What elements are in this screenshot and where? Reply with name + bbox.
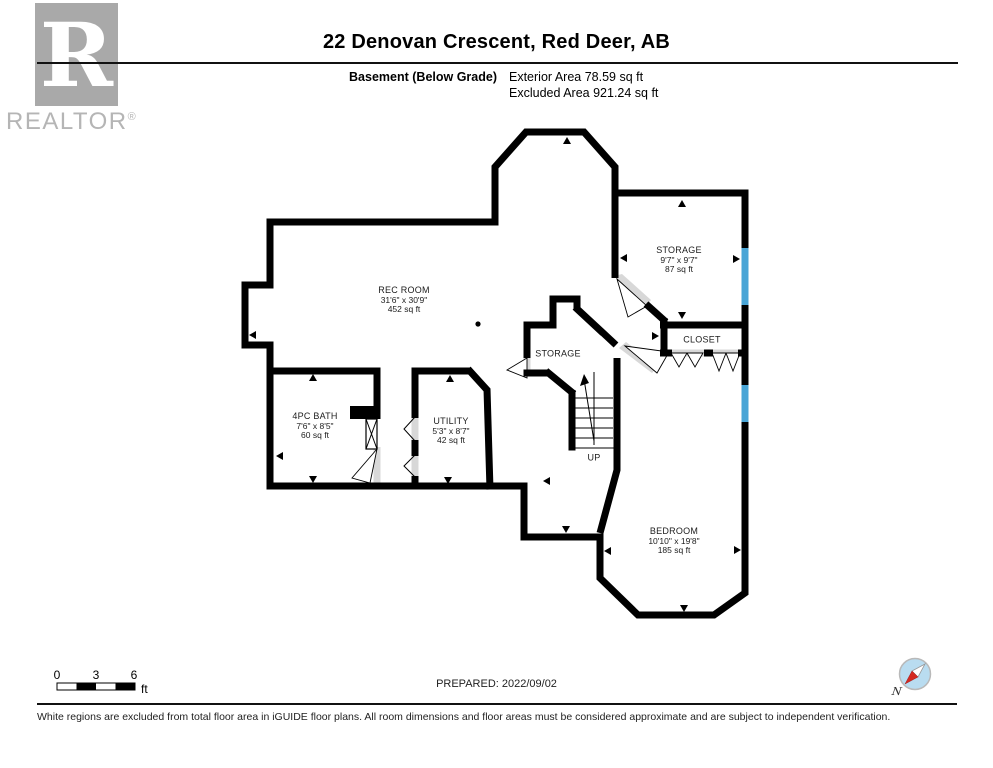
room-area: 60 sq ft [301, 429, 329, 440]
room-area: 42 sq ft [437, 434, 465, 445]
room-label-bedroom: BEDROOM 10'10" x 19'8" 185 sq ft [648, 525, 700, 556]
room-label-closet: CLOSET [683, 335, 721, 345]
camera-dot [475, 321, 481, 327]
realtor-logo-letter: R [39, 2, 114, 107]
bath-wall-jog [350, 406, 381, 419]
header-divider [37, 62, 958, 64]
page-title: 22 Denovan Crescent, Red Deer, AB [322, 31, 671, 53]
room-name: UTILITY [433, 415, 469, 426]
room-label-utility: UTILITY 5'3" x 8'7" 42 sq ft [432, 415, 470, 446]
room-dims: 5'3" x 8'7" [432, 425, 470, 436]
scale-unit: ft [141, 682, 148, 696]
footer-divider [37, 703, 957, 705]
wall-arrows [249, 137, 741, 612]
exterior-area-text: Exterior Area 78.59 sq ft [509, 70, 644, 84]
realtor-wordmark: REALTOR® [6, 108, 137, 136]
room-label-storage: STORAGE 9'7" x 9'7" 87 sq ft [656, 244, 702, 275]
room-name: CLOSET [683, 334, 721, 345]
room-name: 4PC BATH [292, 410, 338, 421]
room-name: STORAGE [535, 348, 581, 359]
up-text: UP [587, 452, 601, 463]
room-dims: 7'6" x 8'5" [296, 420, 334, 431]
scale-tick-0: 0 [53, 668, 61, 682]
room-name: REC ROOM [378, 284, 430, 295]
excluded-area-text: Excluded Area 921.24 sq ft [509, 86, 659, 100]
linen-shaft [365, 418, 378, 450]
room-label-storage-small: STORAGE [535, 349, 581, 359]
registered-symbol: ® [127, 111, 138, 123]
room-name: STORAGE [656, 244, 702, 255]
room-dims: 31'6" x 30'9" [380, 294, 428, 305]
walls [241, 128, 749, 619]
disclaimer-text: White regions are excluded from total fl… [37, 711, 891, 723]
room-dims: 10'10" x 19'8" [648, 535, 700, 546]
room-label-bath: 4PC BATH 7'6" x 8'5" 60 sq ft [292, 410, 338, 441]
door-swings [351, 277, 741, 484]
room-dims: 9'7" x 9'7" [660, 254, 698, 265]
stairs-up-arrow [580, 374, 589, 386]
room-area: 452 sq ft [387, 303, 421, 314]
stairs-steps [569, 372, 616, 449]
floor-label: Basement (Below Grade) [349, 70, 497, 84]
room-area: 185 sq ft [657, 544, 691, 555]
stairs-up-label: UP [587, 453, 600, 463]
prepared-date: PREPARED: 2022/09/02 [436, 678, 557, 690]
scale-tick-6: 6 [130, 668, 138, 682]
room-name: BEDROOM [649, 525, 699, 536]
room-area: 87 sq ft [665, 263, 693, 274]
compass-icon [898, 657, 932, 691]
room-label-rec-room: REC ROOM 31'6" x 30'9" 452 sq ft [378, 284, 430, 315]
realtor-logo-icon: R [35, 3, 118, 106]
realtor-wordmark-text: REALTOR [6, 108, 128, 135]
outer-walls [241, 128, 749, 619]
accordion-doors [403, 416, 416, 478]
scale-tick-3: 3 [92, 668, 100, 682]
scale-bar-graphic [56, 682, 136, 691]
